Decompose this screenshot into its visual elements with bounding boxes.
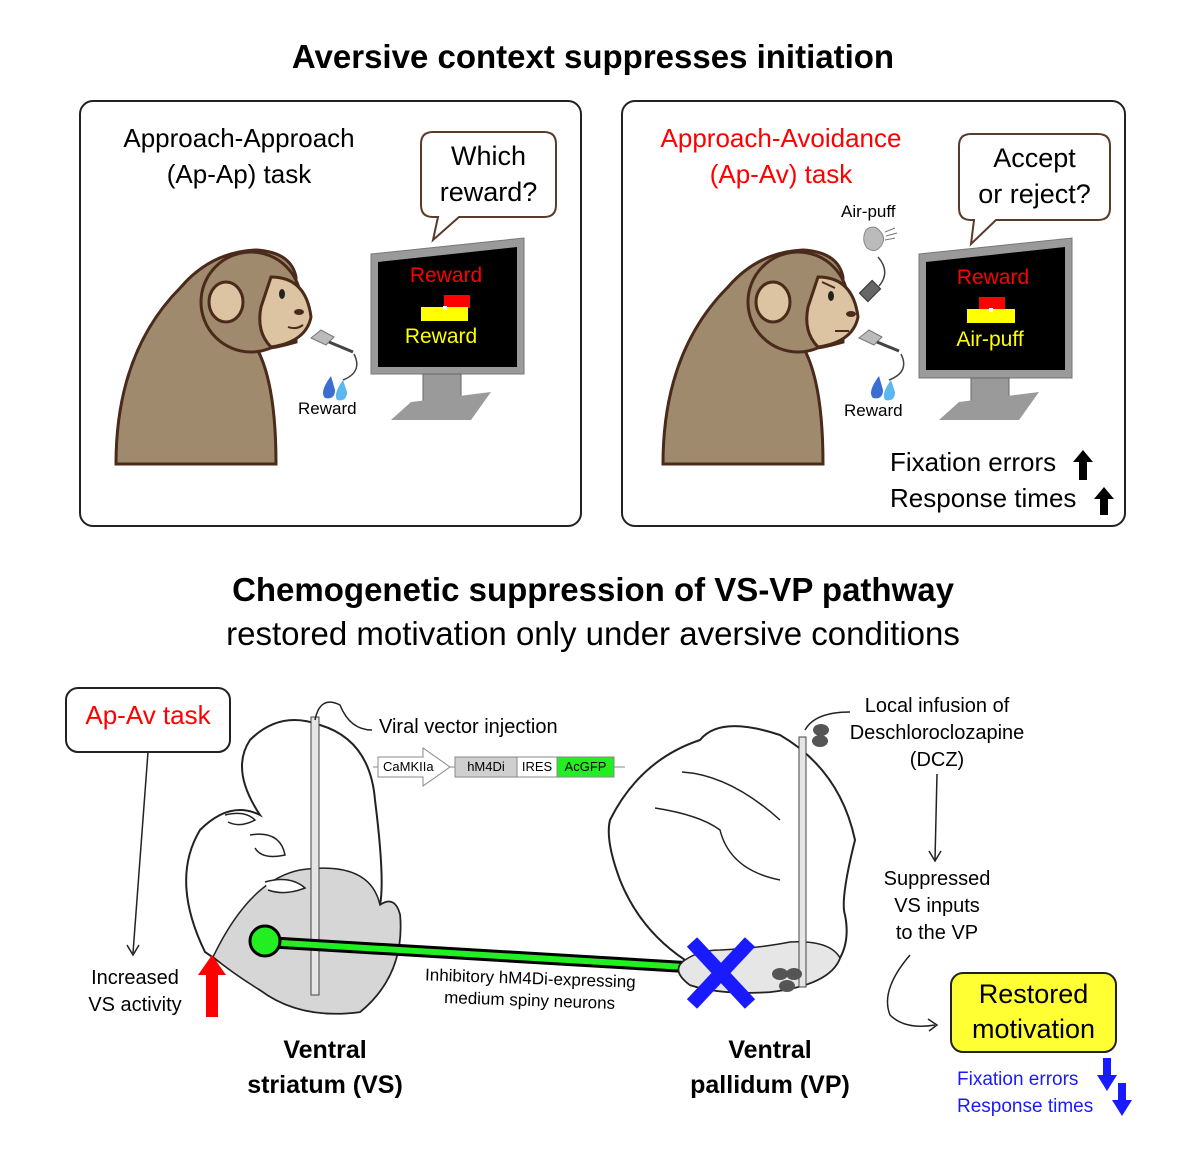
speech-bubble [420,131,557,243]
injection-needle [310,716,320,996]
monitor-icon [918,237,1073,420]
screen-bottom-option: Air-puff [956,328,1024,351]
arrow-suppressed-to-restored [886,954,936,1027]
section-title: Chemogenetic suppression of VS-VP pathwa… [232,571,954,608]
bubble-question-accept-reject: Accept or reject? [978,143,1091,209]
striatum-slice [185,719,402,1015]
outcome-response-times: Response times [957,1096,1094,1117]
dcz-pellet-icon [772,968,788,980]
screen-top-option: Reward [409,264,483,287]
bubble-question-which-reward: Which reward? [439,141,538,207]
reward-spout-icon [858,329,905,381]
airpuff-nozzle-icon [858,279,882,303]
reward-label: Reward [298,399,357,418]
dcz-pellet-icon [813,724,829,736]
speech-bubble [958,133,1111,247]
infusion-cannula [798,736,807,988]
reward-spout-icon [310,329,358,381]
airpuff-cloud-icon [863,226,898,287]
monkey-worried-icon [661,248,860,466]
panel-approach-approach: Approach-Approach (Ap-Ap) task Which rew… [79,100,582,527]
screen-bottom-option: Reward [404,325,478,348]
panel-left-illustration [114,131,557,466]
ventral-pallidum-label: Ventral pallidum (VP) [690,1036,850,1099]
reward-label: Reward [844,401,903,420]
restored-motivation-label: Restored motivation [971,979,1096,1044]
monitor-icon [370,237,525,420]
outcome-fixation-errors: Fixation errors [957,1069,1079,1090]
arrow-task-to-vs [132,751,149,954]
promoter-arrow-icon [377,747,451,787]
neuron-soma-icon [248,924,282,958]
airpuff-label: Air-puff [841,202,896,221]
water-drop-icon [871,376,895,401]
arrow-up-icon [1073,450,1093,480]
arrow-dcz-to-suppressed [934,773,938,861]
dcz-pellet-icon [779,980,795,992]
viral-injection-label: Viral vector injection [379,716,558,738]
increased-vs-activity-label: Increased VS activity [88,967,182,1016]
task-title-ap-ap: Approach-Approach (Ap-Ap) task [123,123,355,189]
construct-promoter: CaMKIIa [383,759,434,774]
dcz-pellet-icon [812,735,828,747]
ventral-striatum-label: Ventral striatum (VS) [247,1036,403,1099]
task-box-label: Ap-Av task [85,700,211,730]
monkey-happy-icon [114,248,313,466]
arrowhead-icon [126,944,140,957]
panel-approach-avoidance: Approach-Avoidance (Ap-Av) task Accept o… [621,100,1126,527]
arrow-down-blue-icon [1112,1083,1132,1116]
blocked-x-icon [686,937,756,1009]
effect-response-times: Response times [890,483,1077,513]
figure-title: Aversive context suppresses initiation [291,38,895,75]
arrow-up-red-icon [198,955,226,1017]
effect-fixation-errors: Fixation errors [890,447,1057,477]
arrow-injection [314,701,373,731]
restored-motivation-box [950,972,1117,1053]
dcz-pellet-icon [786,968,802,980]
arrow-up-icon [1094,487,1114,515]
panel-right-illustration [661,133,1114,515]
arrow-down-blue-icon [1097,1058,1117,1091]
neuron-label: Inhibitory hM4Di-expressing medium spiny… [424,965,637,1013]
water-drop-icon [323,376,347,401]
arrow-infusion [804,711,851,731]
construct-ires: IRES [521,759,553,774]
construct-acgfp: AcGFP [564,759,607,774]
task-title-ap-av: Approach-Avoidance (Ap-Av) task [660,123,902,189]
suppressed-inputs-label: Suppressed VS inputs to the VP [883,868,991,944]
construct-hm4di: hM4Di [467,759,505,774]
screen-top-option: Reward [956,266,1030,289]
dcz-infusion-label: Local infusion of Deschloroclozapine (DC… [849,695,1025,771]
viral-construct [373,747,625,787]
section-subtitle: restored motivation only under aversive … [226,615,960,652]
